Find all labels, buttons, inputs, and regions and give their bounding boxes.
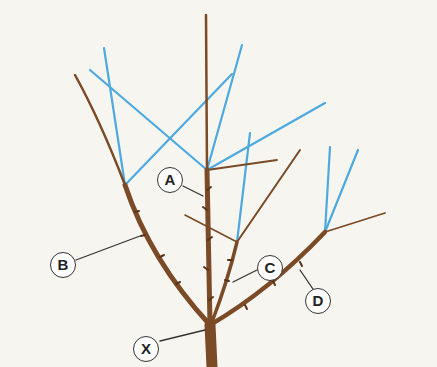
branches [75, 15, 385, 367]
callout-letter: C [257, 255, 283, 281]
leader-lines [76, 186, 315, 341]
callout-letter: A [157, 167, 183, 193]
callout-letter: B [50, 252, 76, 278]
callout-letter: D [305, 288, 331, 314]
buds [135, 187, 302, 309]
callout-letter: X [133, 336, 159, 362]
new-growth [90, 45, 358, 242]
